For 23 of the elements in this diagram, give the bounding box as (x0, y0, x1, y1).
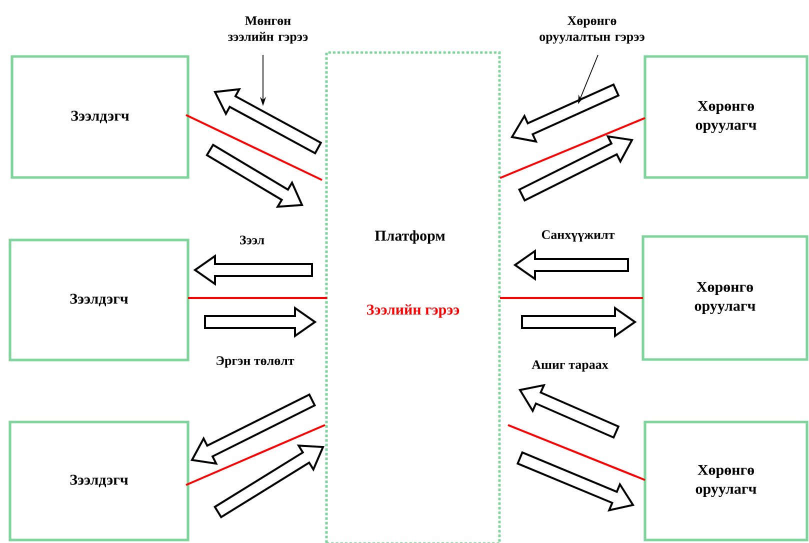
platform-box: Платформ Зээлийн гэрээ (325, 51, 501, 543)
block-arrow (521, 306, 637, 338)
contract-line (500, 297, 643, 299)
edge-label: Зээл (238, 234, 266, 246)
annotation-label: Мөнгөн зээлийн гэрээ (228, 16, 308, 44)
block-arrow (193, 254, 313, 286)
party-box: Хөрөнгө оруулагч (642, 235, 808, 361)
contract-line (186, 114, 322, 181)
edge-label: Эргэн төлөлт (214, 355, 296, 369)
edge-label: Ашиг тараах (530, 359, 610, 373)
contract-line (500, 117, 646, 179)
party-box: Хөрөнгө оруулагч (644, 420, 808, 542)
contract-line (188, 297, 327, 299)
party-box: Хөрөнгө оруулагч (644, 55, 808, 179)
contract-line (186, 424, 326, 486)
block-arrow (204, 306, 317, 338)
annotation-label: Хөрөнгө оруулалтын гэрээ (540, 16, 644, 44)
party-box: Зээлдэгч (10, 55, 190, 179)
block-arrow (513, 249, 629, 281)
contract-line (508, 424, 646, 481)
edge-label: Санхүүжилт (540, 229, 616, 243)
party-box: Зээлдэгч (8, 420, 190, 542)
party-box: Зээлдэгч (8, 238, 190, 362)
